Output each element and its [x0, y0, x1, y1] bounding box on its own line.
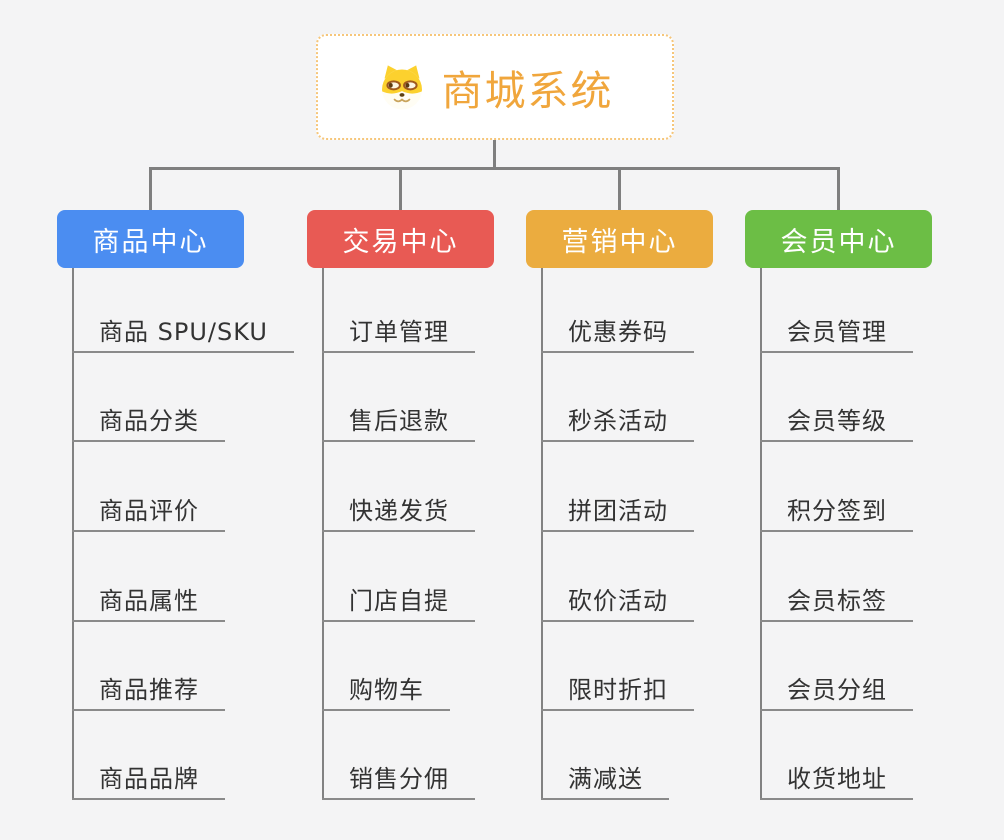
branch-member-center: 会员中心 会员管理 会员等级 积分签到 会员标签 会员分组 收货地址: [745, 210, 995, 830]
leaf-topic[interactable]: 收货地址: [760, 764, 913, 800]
branch-header-product-center[interactable]: 商品中心: [57, 210, 244, 268]
leaf-topic[interactable]: 积分签到: [760, 496, 913, 532]
leaf-topic[interactable]: 门店自提: [322, 586, 475, 622]
connector-root-stem: [493, 138, 496, 169]
leaf-topic[interactable]: 商品分类: [72, 406, 225, 442]
leaf-topic[interactable]: 订单管理: [322, 317, 475, 353]
branch-header-trade-center[interactable]: 交易中心: [307, 210, 494, 268]
connector-drop-marketing: [618, 167, 621, 211]
leaf-topic[interactable]: 会员分组: [760, 675, 913, 711]
branch-trunk-line: [760, 268, 762, 800]
leaf-topic[interactable]: 商品属性: [72, 586, 225, 622]
branch-trunk-line: [541, 268, 543, 800]
root-node[interactable]: 商城系统: [316, 34, 674, 140]
leaf-topic[interactable]: 拼团活动: [541, 496, 694, 532]
leaf-topic[interactable]: 优惠券码: [541, 317, 694, 353]
leaf-topic[interactable]: 销售分佣: [322, 764, 475, 800]
leaf-topic[interactable]: 限时折扣: [541, 675, 694, 711]
leaf-topic[interactable]: 商品评价: [72, 496, 225, 532]
leaf-topic[interactable]: 砍价活动: [541, 586, 694, 622]
leaf-topic[interactable]: 快递发货: [322, 496, 475, 532]
leaf-topic[interactable]: 会员标签: [760, 586, 913, 622]
leaf-topic[interactable]: 商品品牌: [72, 764, 225, 800]
branch-trunk-line: [322, 268, 324, 800]
leaf-topic[interactable]: 购物车: [322, 675, 450, 711]
leaf-topic[interactable]: 秒杀活动: [541, 406, 694, 442]
connector-drop-member: [837, 167, 840, 211]
leaf-topic[interactable]: 商品推荐: [72, 675, 225, 711]
branch-marketing-center: 营销中心 优惠券码 秒杀活动 拼团活动 砍价活动 限时折扣 满减送: [526, 210, 776, 830]
root-title: 商城系统: [441, 67, 614, 115]
branch-header-member-center[interactable]: 会员中心: [745, 210, 932, 268]
connector-drop-product: [149, 167, 152, 211]
dog-face-icon: [377, 63, 427, 111]
leaf-topic[interactable]: 满减送: [541, 764, 669, 800]
leaf-topic[interactable]: 会员管理: [760, 317, 913, 353]
leaf-topic[interactable]: 会员等级: [760, 406, 913, 442]
branch-trunk-line: [72, 268, 74, 800]
leaf-topic[interactable]: 商品 SPU/SKU: [72, 317, 294, 353]
connector-drop-trade: [399, 167, 402, 211]
leaf-topic[interactable]: 售后退款: [322, 406, 475, 442]
branch-product-center: 商品中心 商品 SPU/SKU 商品分类 商品评价 商品属性 商品推荐 商品品牌: [57, 210, 307, 830]
branch-header-marketing-center[interactable]: 营销中心: [526, 210, 713, 268]
connector-horizontal-line: [149, 167, 840, 170]
branch-trade-center: 交易中心 订单管理 售后退款 快递发货 门店自提 购物车 销售分佣: [307, 210, 557, 830]
